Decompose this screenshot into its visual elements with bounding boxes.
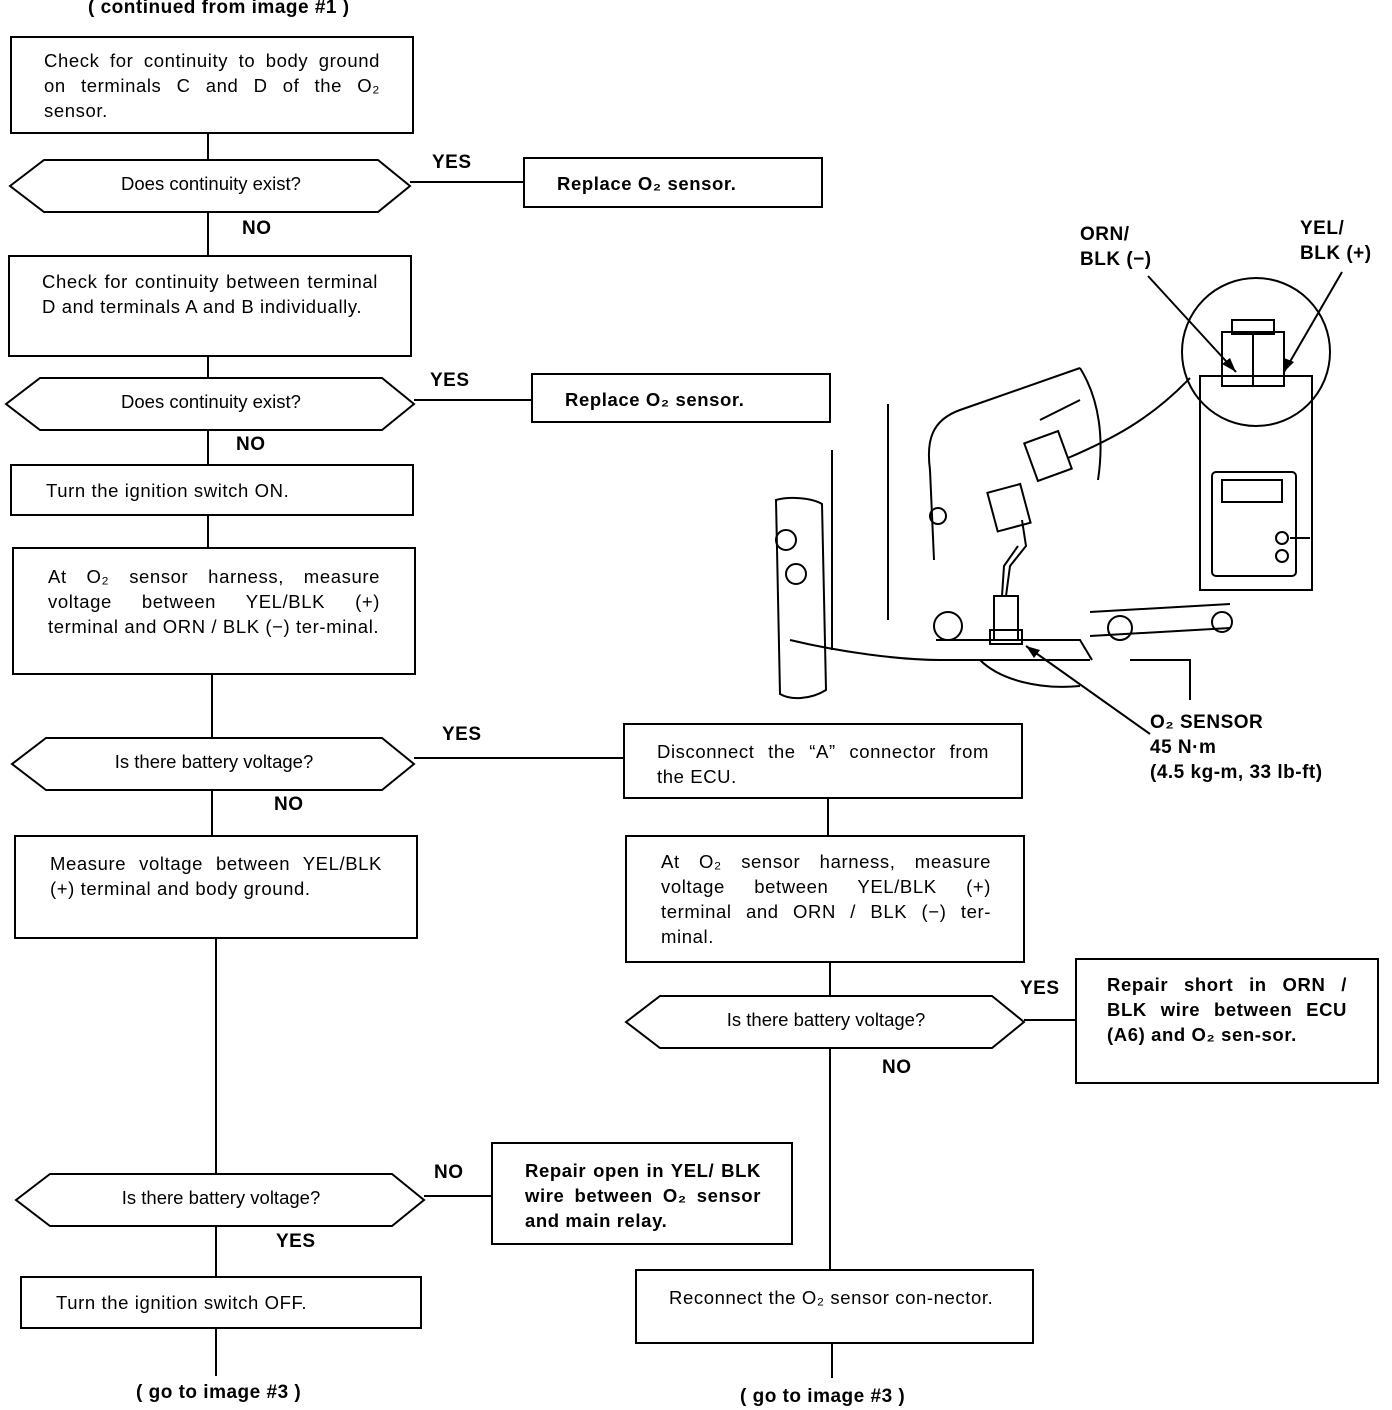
label-yes: YES bbox=[430, 370, 470, 391]
result-replace-sensor-2: Replace O₂ sensor. bbox=[531, 373, 831, 423]
result-repair-open-yel-blk: Repair open in YEL/ BLK wire between O₂ … bbox=[491, 1142, 793, 1245]
step-check-continuity-terminals: Check for continuity between terminal D … bbox=[8, 255, 412, 357]
step-ignition-off: Turn the ignition switch OFF. bbox=[20, 1276, 422, 1329]
label-yel-blk-terminal: YEL/ BLK (+) bbox=[1300, 218, 1372, 264]
result-replace-sensor-1: Replace O₂ sensor. bbox=[523, 157, 823, 208]
result-text: Replace O₂ sensor. bbox=[557, 173, 737, 194]
label-no: NO bbox=[274, 794, 304, 815]
label-yes: YES bbox=[432, 152, 472, 173]
decision-shape-d2 bbox=[4, 377, 416, 431]
label-yes: YES bbox=[1020, 978, 1060, 999]
step-text: Measure voltage between YEL/BLK (+) term… bbox=[50, 853, 382, 899]
step-reconnect-sensor: Reconnect the O₂ sensor con-nector. bbox=[635, 1269, 1034, 1344]
footer-goto-left: ( go to image #3 ) bbox=[136, 1382, 302, 1403]
step-text: At O₂ sensor harness, measure voltage be… bbox=[661, 851, 991, 947]
step-text: Reconnect the O₂ sensor con-nector. bbox=[669, 1287, 994, 1308]
result-text: Repair open in YEL/ BLK wire between O₂ … bbox=[525, 1160, 761, 1231]
result-repair-short-orn-blk: Repair short in ORN / BLK wire between E… bbox=[1075, 958, 1379, 1084]
step-text: Check for continuity between terminal D … bbox=[42, 271, 378, 317]
decision-battery-voltage-2: Is there battery voltage? bbox=[121, 1187, 321, 1208]
result-text: Replace O₂ sensor. bbox=[565, 389, 745, 410]
header-continued: ( continued from image #1 ) bbox=[88, 0, 350, 18]
step-ignition-on: Turn the ignition switch ON. bbox=[10, 464, 414, 516]
step-check-continuity-ground: Check for continuity to body ground on t… bbox=[10, 36, 414, 134]
footer-goto-right: ( go to image #3 ) bbox=[740, 1386, 906, 1407]
decision-continuity-1: Does continuity exist? bbox=[121, 173, 301, 194]
step-measure-voltage-ground: Measure voltage between YEL/BLK (+) term… bbox=[14, 835, 418, 939]
label-yes: YES bbox=[276, 1231, 316, 1252]
result-text: Repair short in ORN / BLK wire between E… bbox=[1107, 974, 1347, 1045]
step-text: Check for continuity to body ground on t… bbox=[44, 50, 380, 121]
step-disconnect-a-connector: Disconnect the “A” connector from the EC… bbox=[623, 723, 1023, 799]
decision-shape-d5 bbox=[624, 995, 1026, 1049]
decision-shape-d3 bbox=[10, 737, 416, 791]
step-text: Disconnect the “A” connector from the EC… bbox=[657, 741, 989, 787]
label-orn-blk-terminal: ORN/ BLK (−) bbox=[1080, 224, 1152, 270]
label-no: NO bbox=[236, 434, 266, 455]
step-text: Turn the ignition switch ON. bbox=[46, 480, 290, 501]
label-o2-sensor-torque: O₂ SENSOR 45 N·m (4.5 kg-m, 33 lb-ft) bbox=[1150, 712, 1323, 783]
step-measure-voltage-harness-2: At O₂ sensor harness, measure voltage be… bbox=[625, 835, 1025, 963]
label-no: NO bbox=[434, 1162, 464, 1183]
decision-shape-d4 bbox=[14, 1173, 426, 1227]
decision-continuity-2: Does continuity exist? bbox=[121, 391, 301, 412]
label-no: NO bbox=[882, 1057, 912, 1078]
step-text: At O₂ sensor harness, measure voltage be… bbox=[48, 566, 380, 637]
step-text: Turn the ignition switch OFF. bbox=[56, 1292, 308, 1313]
decision-battery-voltage-1: Is there battery voltage? bbox=[114, 751, 314, 772]
step-measure-voltage-harness: At O₂ sensor harness, measure voltage be… bbox=[12, 547, 416, 675]
decision-shape-d1 bbox=[8, 159, 412, 213]
label-yes: YES bbox=[442, 724, 482, 745]
decision-battery-voltage-3: Is there battery voltage? bbox=[726, 1009, 926, 1030]
label-no: NO bbox=[242, 218, 272, 239]
